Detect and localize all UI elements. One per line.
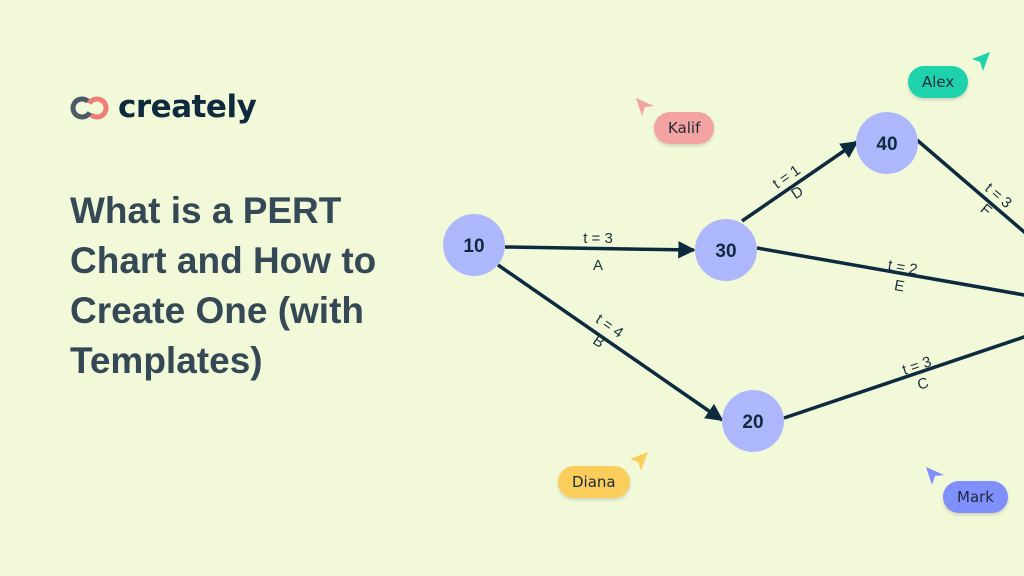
pointer-icon bbox=[630, 452, 648, 471]
edge-e-duration: t = 2 bbox=[887, 257, 919, 279]
edge-f-activity: F bbox=[977, 201, 995, 220]
page-title: What is a PERT Chart and How to Create O… bbox=[70, 190, 377, 381]
node-10-label: 10 bbox=[463, 236, 484, 257]
creately-logo[interactable]: creately bbox=[70, 89, 257, 125]
edges bbox=[497, 138, 1024, 422]
edge-a-activity: A bbox=[593, 257, 603, 274]
collaborator-tag-alex: Alex bbox=[908, 66, 969, 98]
pointer-icon bbox=[926, 467, 944, 485]
edge-c[interactable] bbox=[783, 335, 1024, 420]
edge-c-duration: t = 3 bbox=[900, 353, 933, 379]
brand-name: creately bbox=[118, 89, 257, 125]
edge-e-activity: E bbox=[893, 277, 906, 295]
collaborator-tag-diana: Diana bbox=[558, 466, 630, 498]
collaborator-tag-mark: Mark bbox=[943, 481, 1008, 513]
node-20-label: 20 bbox=[742, 412, 763, 433]
node-40[interactable]: 40 bbox=[856, 112, 918, 174]
edge-b[interactable] bbox=[497, 263, 724, 422]
edge-b-activity: B bbox=[590, 332, 608, 352]
pointer-icon bbox=[972, 52, 990, 71]
edge-a-duration: t = 3 bbox=[583, 230, 613, 247]
pointer-icon bbox=[636, 98, 654, 116]
edge-c-activity: C bbox=[915, 374, 931, 394]
edge-a[interactable] bbox=[504, 241, 696, 259]
creately-logo-icon bbox=[70, 95, 109, 119]
edge-e[interactable] bbox=[756, 246, 1024, 297]
node-20[interactable]: 20 bbox=[722, 390, 784, 452]
node-10[interactable]: 10 bbox=[443, 214, 505, 276]
collaborator-tag-kalif: Kalif bbox=[654, 112, 715, 144]
edge-d[interactable] bbox=[741, 140, 859, 223]
node-30[interactable]: 30 bbox=[695, 219, 757, 281]
edge-f[interactable] bbox=[915, 138, 1024, 237]
node-30-label: 30 bbox=[715, 241, 736, 262]
node-40-label: 40 bbox=[876, 134, 897, 155]
